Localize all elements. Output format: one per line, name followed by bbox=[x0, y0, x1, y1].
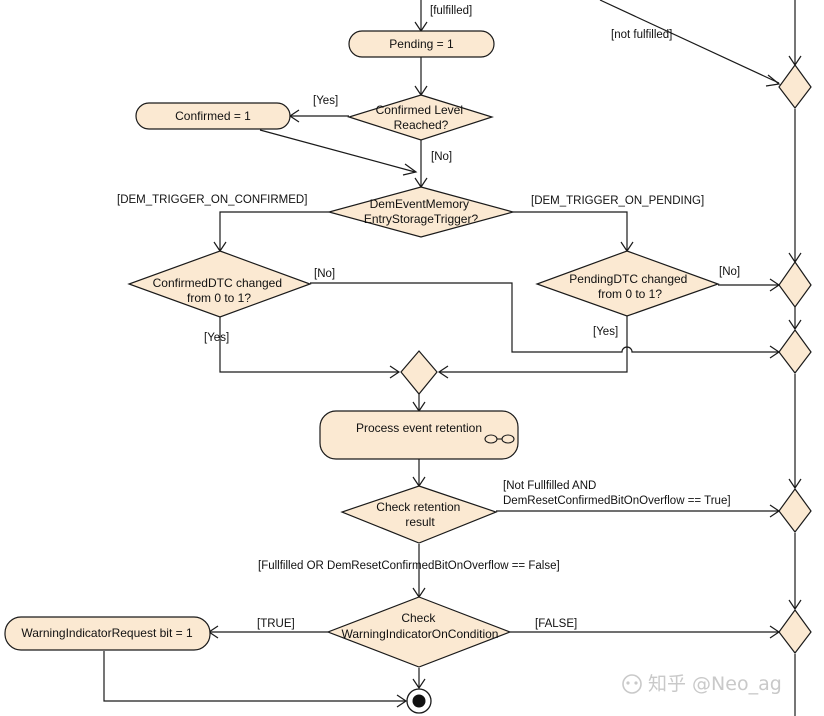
nodes: Pending = 1 Confirmed = 1 Confirmed Leve… bbox=[4, 30, 812, 714]
check-warning-label-line1: Check bbox=[401, 611, 436, 625]
edge-pending-dtc-yes bbox=[440, 316, 628, 373]
label-not-fulfilled: [not fulfilled] bbox=[611, 29, 672, 41]
label-fullfilled-or: [Fullfilled OR DemResetConfirmedBitOnOve… bbox=[258, 560, 560, 572]
storage-trigger-label: DemEventMemory EntryStorageTrigger? bbox=[364, 197, 479, 226]
right-merge-4 bbox=[778, 487, 812, 533]
label-not-fullfilled-and: [Not Fullfilled AND DemResetConfirmedBit… bbox=[503, 480, 731, 507]
arrowhead bbox=[765, 74, 781, 87]
confirmed-level-label-line1: Confirmed Level bbox=[376, 103, 463, 117]
arrowhead bbox=[396, 694, 408, 708]
watermark-text: 知乎 @Neo_ag bbox=[648, 673, 782, 695]
check-retention-label-line2: result bbox=[405, 515, 435, 529]
label-no-pending-dtc: [No] bbox=[719, 266, 740, 278]
label-yes-pending-dtc: [Yes] bbox=[593, 326, 618, 338]
subactivity-icon bbox=[484, 434, 515, 444]
check-retention-label-line1: Check retention bbox=[376, 500, 460, 514]
pending-dtc-decision bbox=[535, 250, 720, 317]
pending-dtc-label: PendingDTC changed from 0 to 1? bbox=[569, 272, 690, 301]
label-no-confirmed-level: [No] bbox=[431, 151, 452, 163]
pending-dtc-label-line1: PendingDTC changed bbox=[569, 272, 687, 286]
label-no-confirmed-dtc: [No] bbox=[314, 268, 335, 280]
zhihu-logo-icon bbox=[622, 674, 642, 694]
process-retention-label: Process event retention bbox=[356, 421, 482, 435]
pending-action-label: Pending = 1 bbox=[389, 37, 454, 51]
confirmed-set-action-label: Confirmed = 1 bbox=[175, 109, 251, 123]
label-false: [FALSE] bbox=[535, 618, 577, 630]
confirmed-dtc-decision bbox=[127, 250, 312, 318]
label-trigger-on-pending: [DEM_TRIGGER_ON_PENDING] bbox=[531, 195, 704, 207]
confirmed-level-decision bbox=[346, 94, 494, 141]
confirmed-level-label-line2: Reached? bbox=[394, 118, 449, 132]
label-fulfilled: [fulfilled] bbox=[430, 5, 472, 17]
edge-confirmed-dtc-no bbox=[310, 282, 778, 353]
label-yes-confirmed-level: [Yes] bbox=[313, 95, 338, 107]
confirmed-set-action bbox=[135, 102, 291, 130]
label-not-fullfilled-and-line1: [Not Fullfilled AND bbox=[503, 480, 596, 492]
confirmed-dtc-label: ConfirmedDTC changed from 0 to 1? bbox=[153, 276, 286, 305]
merge-node bbox=[400, 350, 438, 395]
edge-confirmed-set-to-trigger bbox=[259, 129, 416, 173]
warning-request-label: WarningIndicatorRequest bit = 1 bbox=[21, 626, 193, 640]
label-yes-confirmed-dtc: [Yes] bbox=[204, 332, 229, 344]
storage-trigger-label-line1: DemEventMemory bbox=[370, 197, 469, 211]
label-trigger-on-confirmed: [DEM_TRIGGER_ON_CONFIRMED] bbox=[117, 194, 307, 206]
check-retention-decision bbox=[340, 485, 498, 544]
right-merge-3 bbox=[778, 328, 812, 374]
edge-trigger-on-confirmed bbox=[219, 211, 329, 250]
arrowhead bbox=[389, 365, 401, 379]
arrowhead bbox=[437, 365, 449, 379]
process-retention-action bbox=[319, 410, 519, 460]
final-node bbox=[406, 688, 432, 714]
confirmed-level-label: Confirmed Level Reached? bbox=[376, 103, 467, 132]
right-merge-5 bbox=[778, 608, 812, 654]
warning-request-action bbox=[4, 616, 211, 651]
check-warning-label-line2: WarningIndicatorOnCondition bbox=[342, 627, 499, 641]
edge-confirmed-dtc-yes bbox=[219, 317, 398, 373]
check-warning-label: Check WarningIndicatorOnCondition bbox=[342, 611, 499, 641]
edge-trigger-on-pending bbox=[513, 211, 628, 250]
confirmed-dtc-label-line2: from 0 to 1? bbox=[187, 291, 251, 305]
edge-not-fulfilled bbox=[599, 0, 780, 84]
storage-trigger-label-line2: EntryStorageTrigger? bbox=[364, 212, 479, 226]
confirmed-dtc-label-line1: ConfirmedDTC changed bbox=[153, 276, 282, 290]
check-retention-label: Check retention result bbox=[376, 500, 463, 529]
right-merge-2 bbox=[778, 260, 812, 309]
pending-dtc-label-line2: from 0 to 1? bbox=[598, 287, 662, 301]
edges bbox=[103, 0, 802, 716]
arrowhead bbox=[412, 678, 426, 690]
watermark: 知乎 @Neo_ag bbox=[622, 673, 782, 695]
right-merge-1 bbox=[778, 63, 812, 109]
label-not-fullfilled-and-line2: DemResetConfirmedBitOnOverflow == True] bbox=[503, 495, 731, 507]
arrowhead bbox=[402, 163, 418, 176]
label-true: [TRUE] bbox=[257, 618, 295, 630]
pending-action bbox=[348, 30, 495, 58]
storage-trigger-decision bbox=[326, 186, 516, 238]
edge-labels: [fulfilled] [not fulfilled] [Yes] [No] [… bbox=[117, 5, 740, 630]
check-warning-decision bbox=[326, 596, 512, 668]
edge-request-to-final bbox=[103, 651, 405, 702]
